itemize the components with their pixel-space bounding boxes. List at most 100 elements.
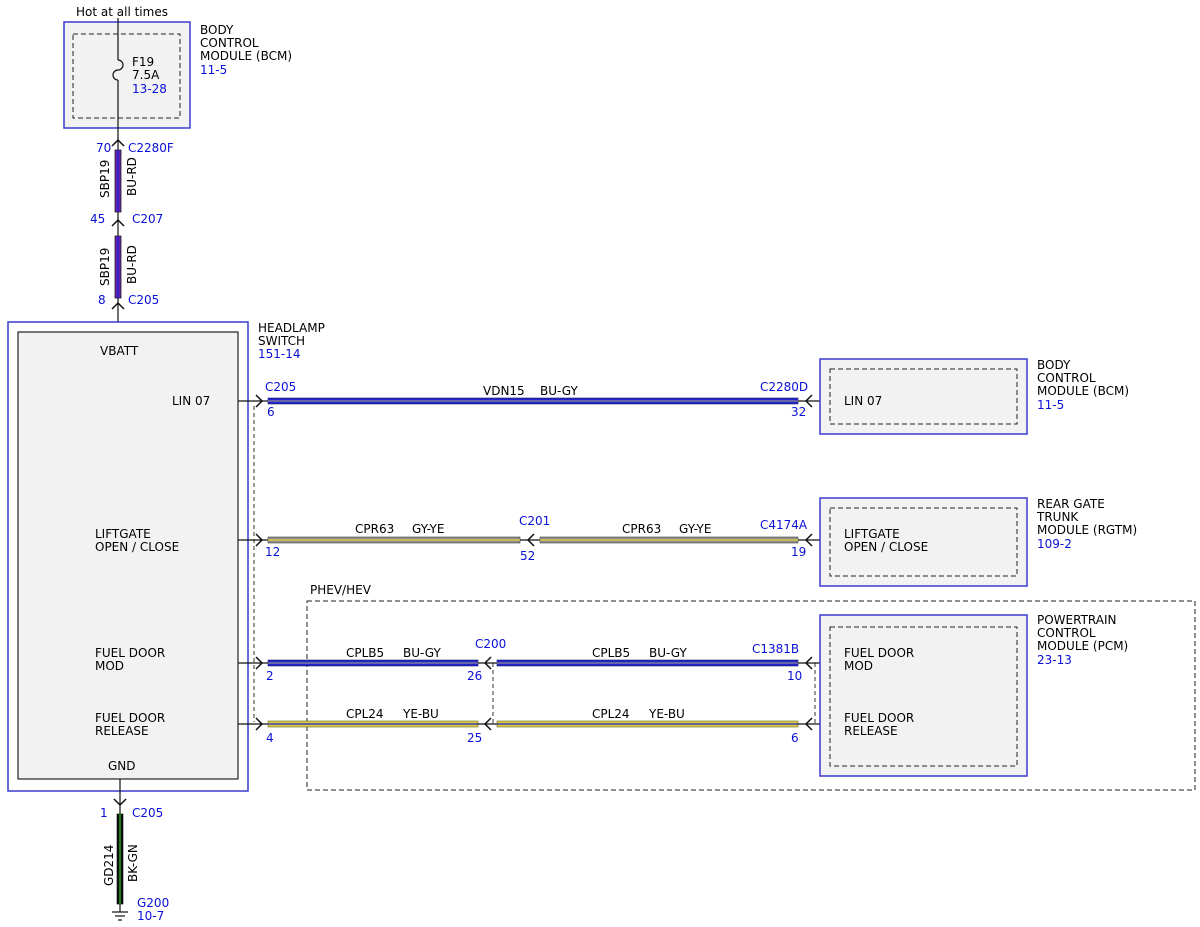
- row4-right-pin: 6: [791, 731, 799, 745]
- headlamp-switch-name-1: HEADLAMP: [258, 321, 325, 335]
- pcm-pin2-line1: FUEL DOOR: [844, 711, 914, 725]
- phev-hev-label: PHEV/HEV: [310, 583, 372, 597]
- pcm-pin2-line2: RELEASE: [844, 724, 898, 738]
- c2280f-connector-link[interactable]: C2280F: [128, 141, 174, 155]
- bcm-right-ref-link[interactable]: 11-5: [1037, 398, 1064, 412]
- hs-pin-liftgate-1: LIFTGATE: [95, 527, 151, 541]
- ground-ref-link[interactable]: 10-7: [137, 909, 164, 923]
- c2280f-pin: 70: [96, 141, 111, 155]
- hs-pin-lin07: LIN 07: [172, 394, 210, 408]
- feed-segment-1-circuit: SBP19: [98, 160, 112, 198]
- c207-pin: 45: [90, 212, 105, 226]
- bcm-top-ref-link[interactable]: 11-5: [200, 63, 227, 77]
- row1-color: BU-GY: [540, 384, 578, 398]
- row2-color-a: GY-YE: [412, 522, 444, 536]
- row2-right-connector-link[interactable]: C4174A: [760, 518, 808, 532]
- pcm-inner-box: [829, 626, 1018, 767]
- row2-right-arrow-icon: [804, 533, 813, 547]
- row1-right-pin: 32: [791, 405, 806, 419]
- row1-right-arrow-icon: [804, 394, 813, 408]
- pcm-module-box[interactable]: [819, 614, 1028, 777]
- row3-right-pin: 10: [787, 669, 802, 683]
- gnd-circuit: GD214: [102, 845, 116, 886]
- row3-mid-connector-link[interactable]: C200: [475, 637, 506, 651]
- row3-circuit-a: CPLB5: [346, 646, 384, 660]
- row1-left-arrow-icon: [255, 394, 264, 408]
- hs-pin-liftgate-2: OPEN / CLOSE: [95, 540, 179, 554]
- row3-c200-arrow-icon: [483, 656, 492, 670]
- rgtm-pin-line1: LIFTGATE: [844, 527, 900, 541]
- pcm-name-3: MODULE (PCM): [1037, 639, 1128, 653]
- row3-color-b: BU-GY: [649, 646, 687, 660]
- bcm-right-name-3: MODULE (BCM): [1037, 384, 1129, 398]
- bcm-right-module-box[interactable]: [819, 358, 1028, 435]
- pcm-ref-link[interactable]: 23-13: [1037, 653, 1072, 667]
- row2-color-b: GY-YE: [679, 522, 711, 536]
- phev-hev-group-box: [306, 600, 1196, 791]
- feed-segment-1-color: BU-RD: [125, 157, 139, 196]
- row4-mid-pin: 25: [467, 731, 482, 745]
- gnd-pin: 1: [100, 806, 108, 820]
- feed-segment-2-color: BU-RD: [125, 245, 139, 284]
- hs-pin-fuel-mod-2: MOD: [95, 659, 124, 673]
- row4-color-a: YE-BU: [402, 707, 439, 721]
- ground-symbol-icon: [112, 911, 128, 921]
- fuse-rating: 7.5A: [132, 68, 160, 82]
- rgtm-inner-box: [829, 507, 1018, 577]
- row4-circuit-b: CPL24: [592, 707, 630, 721]
- bcm-top-name-1: BODY: [200, 23, 234, 37]
- rgtm-pin-line2: OPEN / CLOSE: [844, 540, 928, 554]
- bcm-top-name-2: CONTROL: [200, 36, 259, 50]
- hs-pin-fuel-mod-1: FUEL DOOR: [95, 646, 165, 660]
- c205-top-connector-link[interactable]: C205: [128, 293, 159, 307]
- row2-c201-arrow-icon: [526, 533, 535, 547]
- ground-name-link[interactable]: G200: [137, 896, 169, 910]
- row1-right-connector-link[interactable]: C2280D: [760, 380, 808, 394]
- fuse-name: F19: [132, 55, 154, 69]
- row2-mid-connector-link[interactable]: C201: [519, 514, 550, 528]
- row2-mid-pin: 52: [520, 549, 535, 563]
- row1-circuit: VDN15: [483, 384, 525, 398]
- row3-right-connector-link[interactable]: C1381B: [752, 642, 799, 656]
- fuse-icon: [112, 59, 124, 81]
- row3-circuit-b: CPLB5: [592, 646, 630, 660]
- bcm-top-name-3: MODULE (BCM): [200, 49, 292, 63]
- row4-c200-arrow-icon: [483, 717, 492, 731]
- row3-right-arrow-icon: [804, 656, 813, 670]
- row2-left-pin: 12: [265, 545, 280, 559]
- bcm-right-name-2: CONTROL: [1037, 371, 1096, 385]
- row4-color-b: YE-BU: [648, 707, 685, 721]
- hot-at-all-times-label: Hot at all times: [76, 5, 168, 19]
- row3-left-pin: 2: [266, 669, 274, 683]
- row3-mid-pin: 26: [467, 669, 482, 683]
- row4-left-pin: 4: [266, 731, 274, 745]
- row2-circuit-b: CPR63: [622, 522, 661, 536]
- fuse-ref-link[interactable]: 13-28: [132, 82, 167, 96]
- rgtm-ref-link[interactable]: 109-2: [1037, 537, 1072, 551]
- row1-left-connector-link[interactable]: C205: [265, 380, 296, 394]
- hs-pin-fuel-release-2: RELEASE: [95, 724, 149, 738]
- gnd-c205-arrow-icon: [113, 798, 127, 807]
- row1-left-pin: 6: [267, 405, 275, 419]
- gnd-connector-link[interactable]: C205: [132, 806, 163, 820]
- headlamp-switch-name-2: SWITCH: [258, 334, 305, 348]
- row3-color-a: BU-GY: [403, 646, 441, 660]
- pcm-pin1-line1: FUEL DOOR: [844, 646, 914, 660]
- hs-pin-fuel-release-1: FUEL DOOR: [95, 711, 165, 725]
- headlamp-switch-ref-link[interactable]: 151-14: [258, 347, 301, 361]
- pcm-pin1-line2: MOD: [844, 659, 873, 673]
- bcm-fuse-module-box[interactable]: [63, 21, 191, 129]
- gnd-label: GND: [108, 759, 136, 773]
- rgtm-module-box[interactable]: [819, 497, 1028, 587]
- bcm-right-inner-box: [829, 368, 1018, 425]
- rgtm-name-2: TRUNK: [1036, 510, 1079, 524]
- row2-circuit-a: CPR63: [355, 522, 394, 536]
- row4-left-arrow-icon: [255, 717, 264, 731]
- vbatt-label: VBATT: [100, 344, 139, 358]
- bcm-fuse-inner-box: [72, 33, 181, 119]
- row2-right-pin: 19: [791, 545, 806, 559]
- gnd-color: BK-GN: [126, 844, 140, 882]
- row4-right-arrow-icon: [804, 717, 813, 731]
- c207-connector-link[interactable]: C207: [132, 212, 163, 226]
